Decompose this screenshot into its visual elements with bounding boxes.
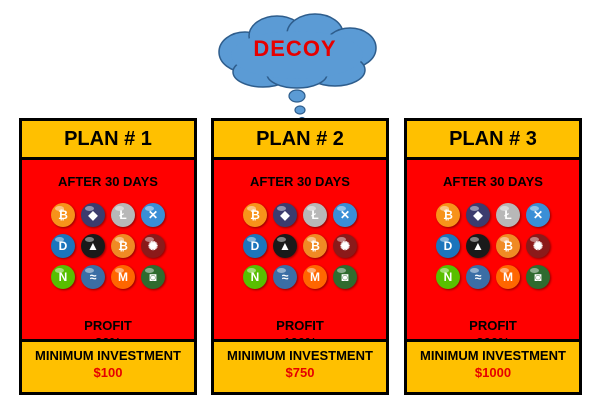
litecoin-icon: Ł [303,203,327,227]
steem-icon: ≈ [81,265,105,289]
monero-orange-icon: ₿ [496,234,520,258]
neo-icon: N [436,265,460,289]
ripple-icon: ✕ [526,203,550,227]
plan-period: AFTER 30 DAYS [443,174,543,189]
monero-icon: M [111,265,135,289]
litecoin-icon: Ł [496,203,520,227]
red-mesh-icon: ✺ [141,234,165,258]
eos-icon: ▲ [466,234,490,258]
minimum-investment: MINIMUM INVESTMENT $750 [214,339,386,392]
min-investment-value: $1000 [474,365,512,380]
plan-period: AFTER 30 DAYS [58,174,158,189]
plan-title: PLAN # 2 [214,121,386,160]
cloud-icon [218,13,377,124]
profit-label: PROFIT [84,318,132,333]
steem-icon: ≈ [273,265,297,289]
eos-icon: ▲ [81,234,105,258]
bitcoin-icon: ₿ [436,203,460,227]
cloud-text: DECOY [253,36,337,61]
minimum-investment: MINIMUM INVESTMENT $1000 [407,339,579,392]
min-investment-label: MINIMUM INVESTMENT [35,348,181,363]
min-investment-value: $750 [285,365,315,380]
green-coin-icon: ◙ [141,265,165,289]
profit-label: PROFIT [469,318,517,333]
profit-label: PROFIT [276,318,324,333]
plan-title: PLAN # 3 [407,121,579,160]
ethereum-icon: ◆ [81,203,105,227]
neo-icon: N [243,265,267,289]
litecoin-icon: Ł [111,203,135,227]
plan-title: PLAN # 1 [22,121,194,160]
monero-icon: M [303,265,327,289]
bitcoin-icon: ₿ [51,203,75,227]
green-coin-icon: ◙ [333,265,357,289]
red-mesh-icon: ✺ [333,234,357,258]
coin-grid: ₿◆Ł✕D▲₿✺N≈M◙ [214,203,386,289]
red-mesh-icon: ✺ [526,234,550,258]
ethereum-icon: ◆ [273,203,297,227]
monero-orange-icon: ₿ [303,234,327,258]
bitcoin-icon: ₿ [243,203,267,227]
dash-icon: D [51,234,75,258]
ripple-icon: ✕ [333,203,357,227]
dash-icon: D [243,234,267,258]
plan-card-1: PLAN # 1 AFTER 30 DAYS ₿◆Ł✕D▲₿✺N≈M◙ PROF… [19,118,197,395]
min-investment-label: MINIMUM INVESTMENT [227,348,373,363]
minimum-investment: MINIMUM INVESTMENT $100 [22,339,194,392]
ethereum-icon: ◆ [466,203,490,227]
plan-period: AFTER 30 DAYS [250,174,350,189]
dash-icon: D [436,234,460,258]
plan-card-2: PLAN # 2 AFTER 30 DAYS ₿◆Ł✕D▲₿✺N≈M◙ PROF… [211,118,389,395]
green-coin-icon: ◙ [526,265,550,289]
plan-card-3: PLAN # 3 AFTER 30 DAYS ₿◆Ł✕D▲₿✺N≈M◙ PROF… [404,118,582,395]
coin-grid: ₿◆Ł✕D▲₿✺N≈M◙ [407,203,579,289]
min-investment-value: $100 [93,365,123,380]
eos-icon: ▲ [273,234,297,258]
ripple-icon: ✕ [141,203,165,227]
steem-icon: ≈ [466,265,490,289]
neo-icon: N [51,265,75,289]
monero-icon: M [496,265,520,289]
monero-orange-icon: ₿ [111,234,135,258]
min-investment-label: MINIMUM INVESTMENT [420,348,566,363]
thought-cloud: DECOY [205,10,385,130]
coin-grid: ₿◆Ł✕D▲₿✺N≈M◙ [22,203,194,289]
